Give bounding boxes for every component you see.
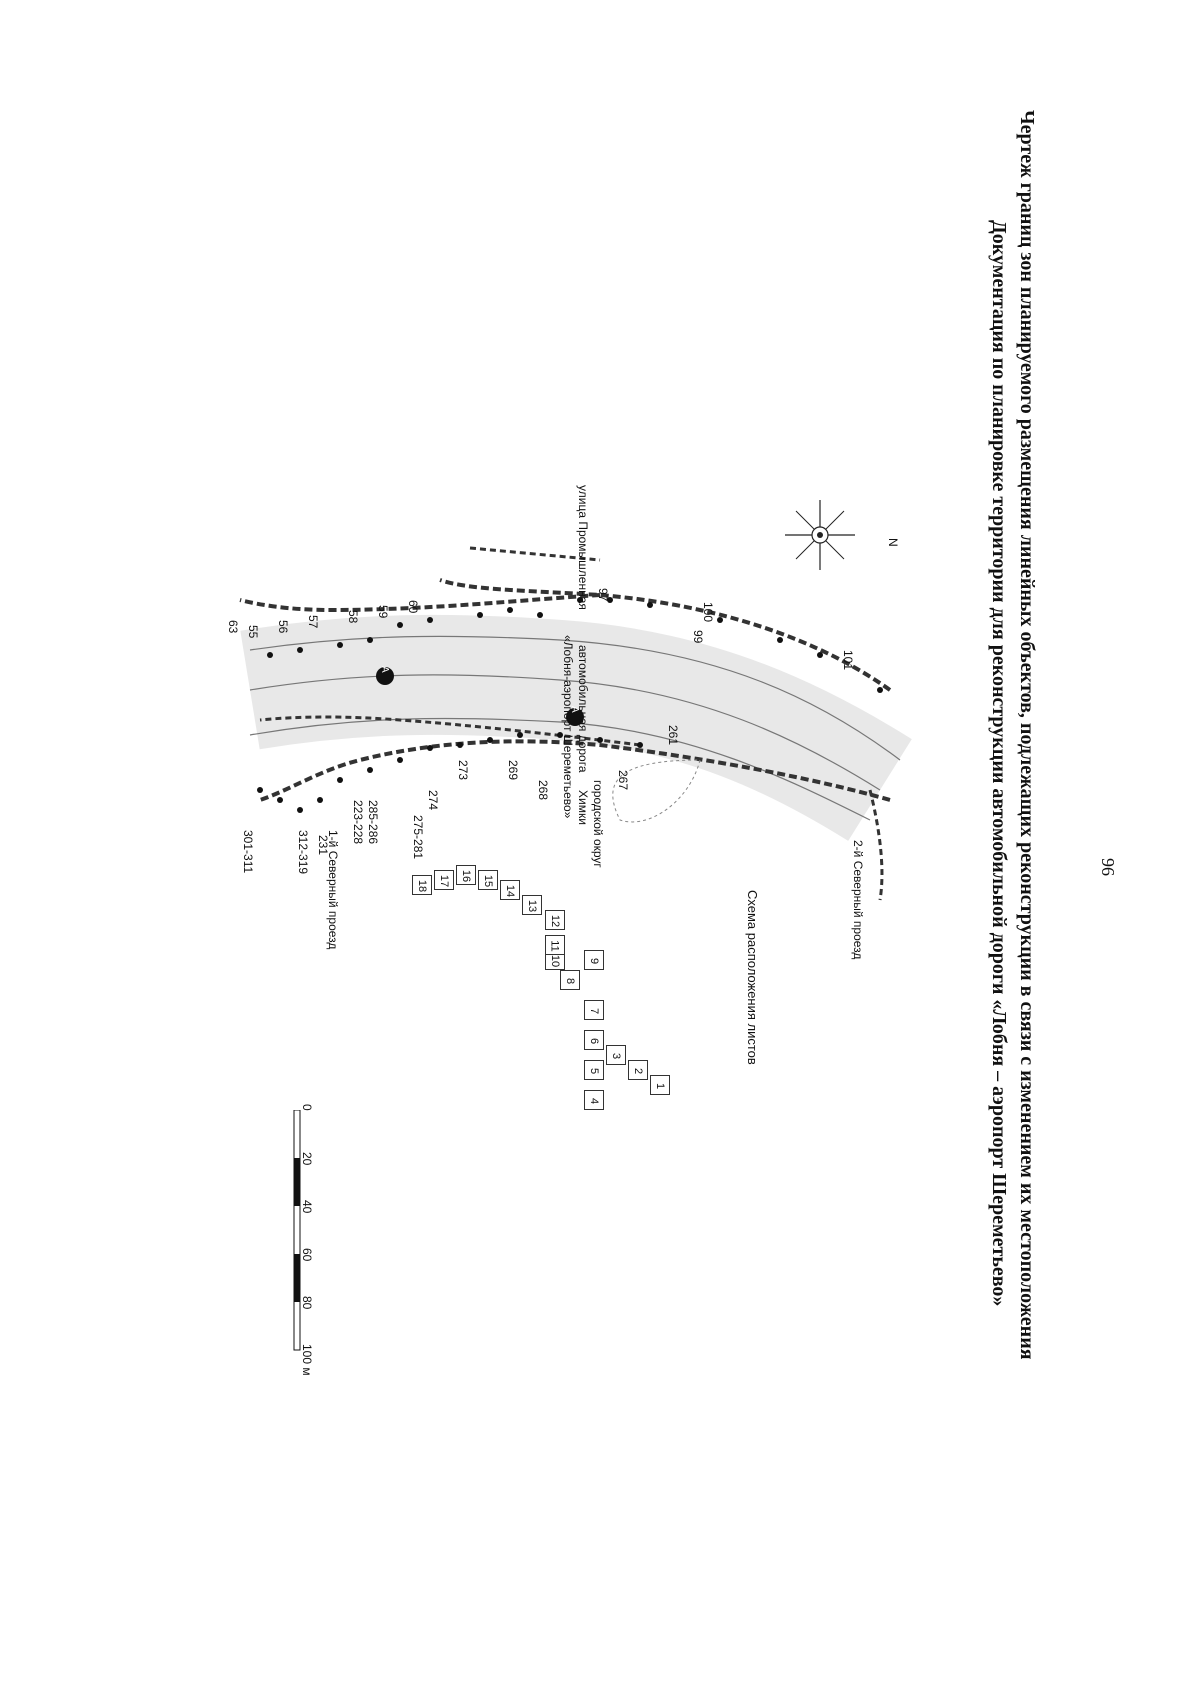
sheet-7[interactable]: 7	[584, 1000, 604, 1020]
scale-tick: 60	[300, 1248, 314, 1262]
street-label: улица Промышленная	[576, 485, 590, 610]
point-label: 56	[276, 620, 290, 634]
scale-bar	[293, 1110, 301, 1351]
sheet-14[interactable]: 14	[500, 880, 520, 900]
point-label: 60	[406, 600, 420, 614]
point-label: 275-281	[411, 815, 425, 860]
marker-a-label: A	[379, 666, 390, 673]
point-label: 285-286	[366, 800, 380, 845]
point-label: 267	[616, 770, 630, 791]
point-label: 301-311	[241, 830, 255, 874]
road-label-line1: автомобильная дорога	[576, 645, 590, 773]
point-label: 274	[426, 790, 440, 811]
point-label: 63	[226, 620, 240, 634]
sheet-13[interactable]: 13	[522, 895, 542, 915]
compass-north-label: N	[886, 538, 900, 547]
point-label: 58	[346, 610, 360, 624]
sheet-scheme-title: Схема расположения листов	[745, 890, 760, 1065]
compass-rose-icon	[785, 500, 855, 570]
sheet-15[interactable]: 15	[478, 870, 498, 890]
sheet-6[interactable]: 6	[584, 1030, 604, 1050]
district-label-line1: городской округ	[591, 780, 605, 868]
sheet-9[interactable]: 9	[584, 950, 604, 970]
sheet-8[interactable]: 8	[560, 970, 580, 990]
sheet-17[interactable]: 17	[434, 870, 454, 890]
point-label: 99	[691, 630, 705, 644]
passage-2-label: 2-й Северный проезд	[851, 840, 865, 960]
point-label: 268	[536, 780, 550, 801]
road-label-line2: «Лобня-аэропорт Шереметьево»	[561, 635, 575, 819]
boundary-points	[257, 597, 883, 813]
sheet-2[interactable]: 2	[628, 1060, 648, 1080]
sheet-18[interactable]: 18	[412, 875, 432, 895]
point-label: 57	[306, 615, 320, 629]
sheet-3[interactable]: 3	[606, 1045, 626, 1065]
sheet-1[interactable]: 1	[650, 1075, 670, 1095]
point-label: 269	[506, 760, 520, 781]
scale-tick: 100 м	[300, 1344, 314, 1376]
point-label: 55	[246, 625, 260, 639]
sheet-5[interactable]: 5	[584, 1060, 604, 1080]
point-label: 101	[841, 650, 855, 671]
point-label: 59	[376, 605, 390, 619]
marker-a-icon	[376, 667, 584, 726]
point-label: 231	[316, 835, 330, 856]
sheet-11[interactable]: 11	[545, 935, 565, 955]
point-label: 261	[666, 725, 680, 746]
point-label: 273	[456, 760, 470, 781]
point-label: 223-228	[351, 800, 365, 845]
sheet-12[interactable]: 12	[545, 910, 565, 930]
point-label: 100	[701, 602, 715, 623]
scale-tick: 20	[300, 1152, 314, 1166]
sheet-4[interactable]: 4	[584, 1090, 604, 1110]
scale-tick: 0	[300, 1104, 314, 1111]
point-label: 312-319	[296, 830, 310, 875]
scale-tick: 80	[300, 1296, 314, 1310]
scale-tick: 40	[300, 1200, 314, 1214]
point-label: 97	[596, 588, 610, 602]
district-label-line2: Химки	[576, 790, 590, 825]
sheet-16[interactable]: 16	[456, 865, 476, 885]
